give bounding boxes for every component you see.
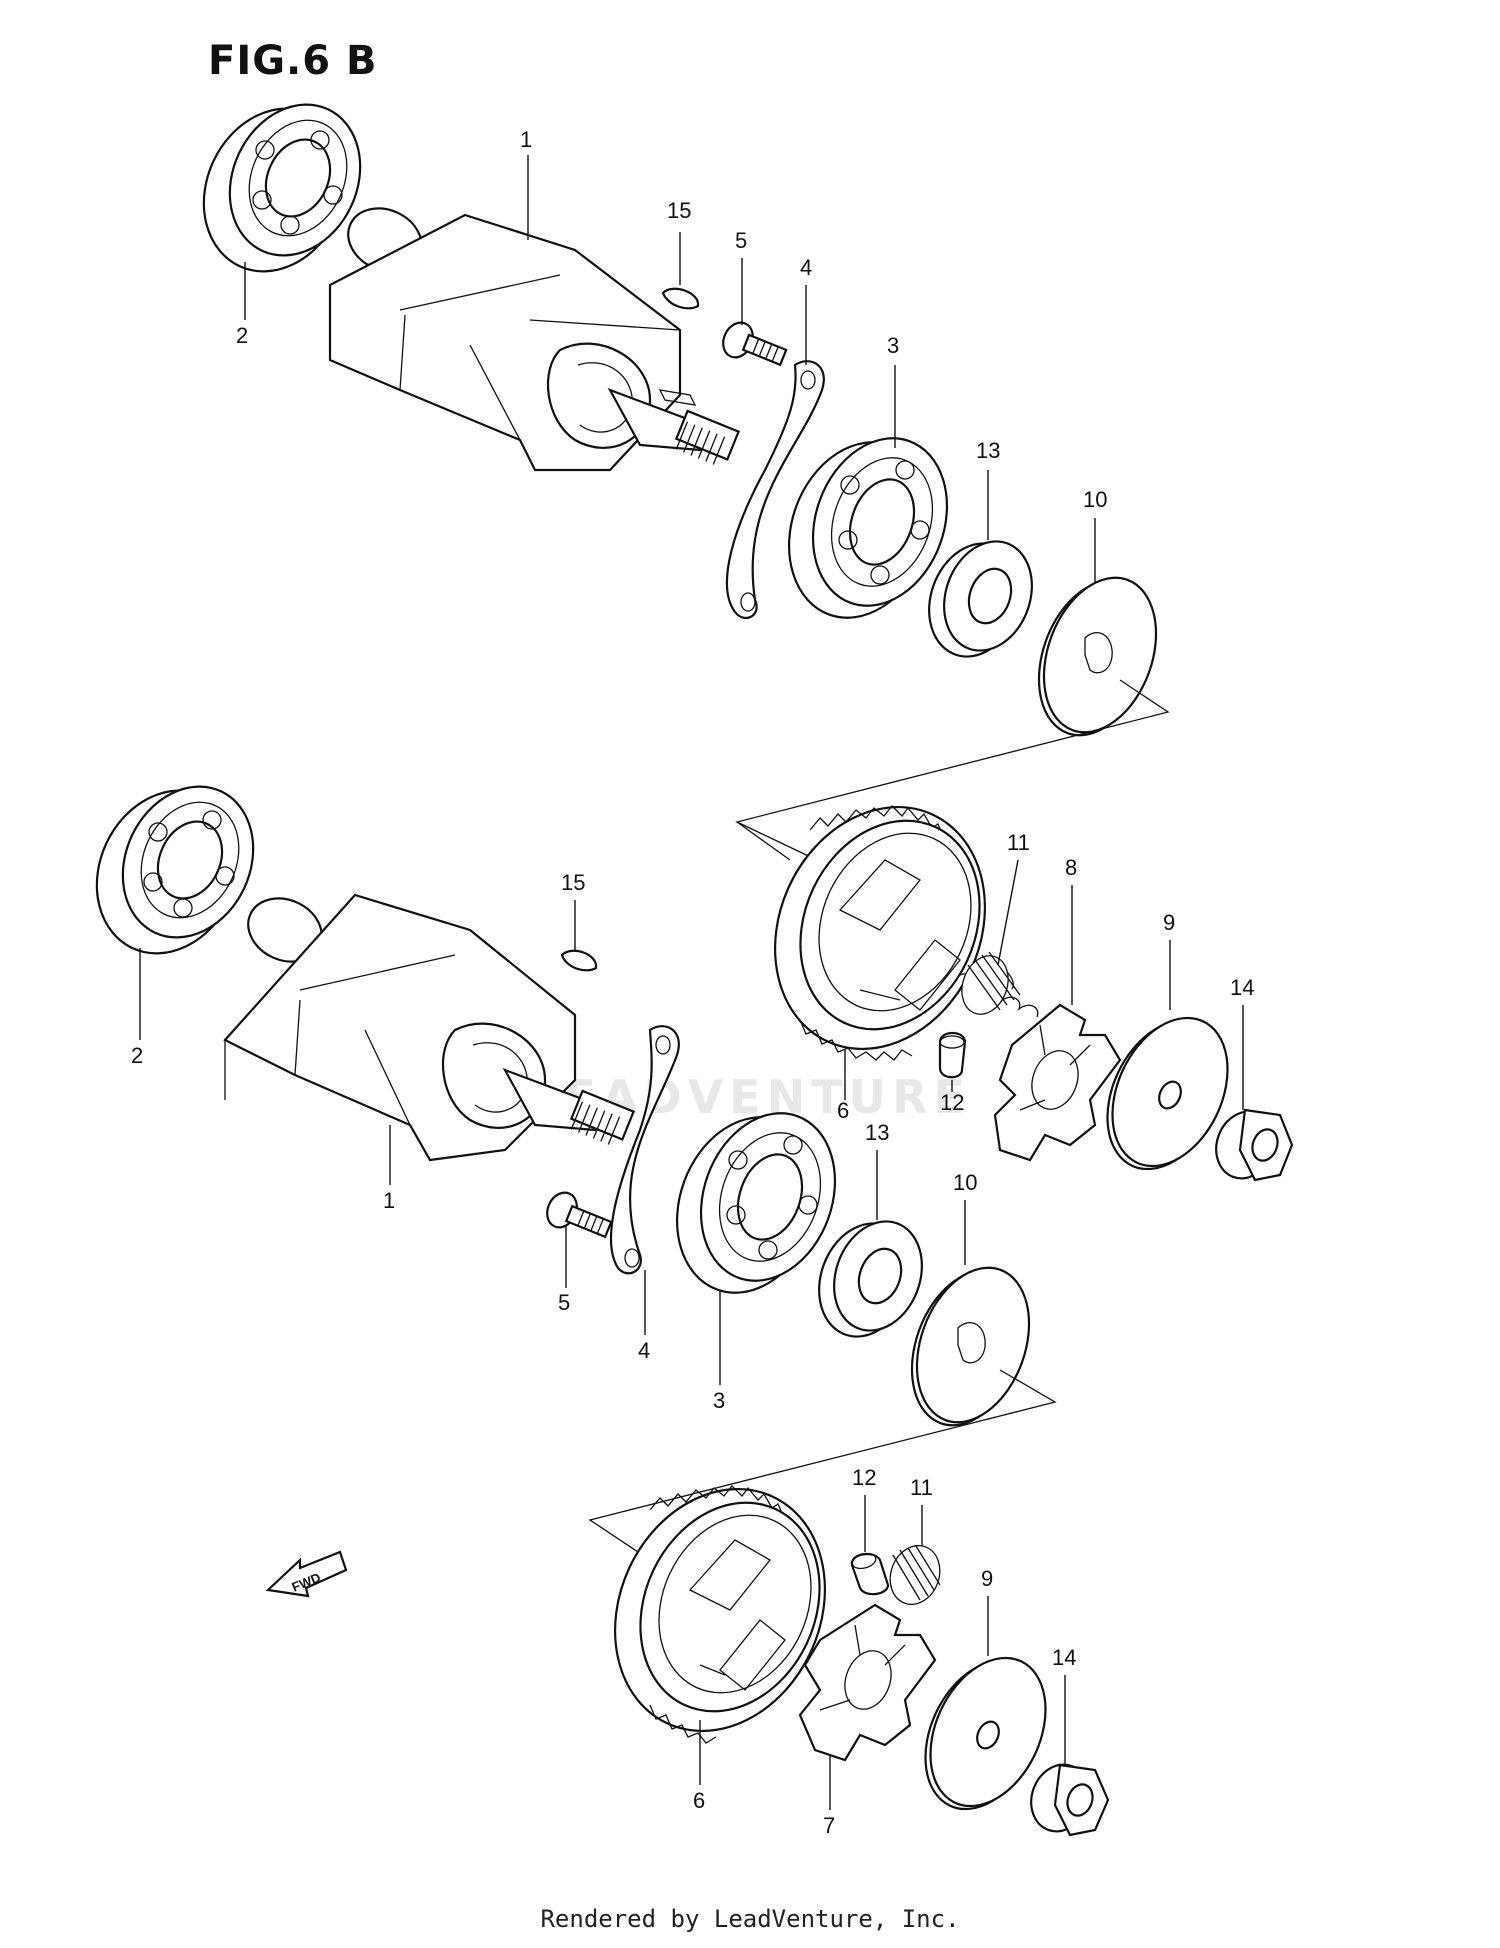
callout-upper-6: 6 (837, 1098, 849, 1123)
spacer-ring-upper (928, 540, 1033, 658)
callout-lower-4: 4 (638, 1338, 650, 1363)
callout-lower-9: 9 (981, 1566, 993, 1591)
balancer-gear-lower (613, 1485, 827, 1744)
callout-leaders (139, 155, 1244, 1810)
washer-right-upper (1106, 1016, 1229, 1171)
callout-upper-9: 9 (1163, 910, 1175, 935)
ball-bearing-right-upper (787, 437, 949, 619)
callout-upper-14: 14 (1230, 975, 1254, 1000)
callout-lower-15: 15 (561, 870, 585, 895)
rendered-by-footer: Rendered by LeadVenture, Inc. (540, 1905, 960, 1933)
screw-upper (722, 321, 788, 367)
lower-assembly (95, 785, 1110, 1837)
fwd-arrow-icon: FWD (265, 1550, 348, 1598)
callout-lower-11: 11 (910, 1475, 933, 1500)
callout-upper-2: 2 (236, 323, 248, 348)
damper-pin-lower (850, 1552, 890, 1596)
callout-lower-3: 3 (713, 1388, 725, 1413)
woodruff-key-upper (661, 287, 700, 310)
balancer-shaft-upper (328, 207, 741, 472)
callout-upper-1: 1 (520, 127, 532, 152)
callout-lower-12: 12 (852, 1465, 876, 1490)
washer-upper (1037, 576, 1158, 737)
upper-assembly (202, 103, 1294, 1182)
callout-lower-6: 6 (693, 1788, 705, 1813)
callout-lower-2: 2 (131, 1043, 143, 1068)
woodruff-key-lower (560, 949, 598, 972)
bearing-retainer-upper (725, 360, 825, 619)
washer-right-lower (924, 1656, 1047, 1811)
figure-title: FIG.6 B (208, 38, 378, 84)
callout-lower-13: 13 (865, 1120, 889, 1145)
damper-cam-lower (798, 1603, 937, 1762)
callout-upper-8: 8 (1065, 855, 1077, 880)
ball-bearing-right-lower (675, 1112, 837, 1294)
callout-lower-7: 7 (823, 1813, 835, 1838)
callout-upper-5: 5 (735, 228, 747, 253)
damper-pin-upper (938, 1031, 967, 1079)
bearing-retainer-lower (609, 1025, 680, 1275)
callout-upper-12: 12 (940, 1090, 964, 1115)
screw-lower (546, 1191, 613, 1239)
callout-labels: 1 2 15 5 4 3 13 10 11 8 9 14 6 12 2 15 1… (131, 127, 1254, 1838)
balancer-shaft-lower (223, 893, 636, 1162)
callout-lower-14: 14 (1052, 1645, 1076, 1670)
callout-lower-10: 10 (953, 1170, 977, 1195)
callout-upper-11: 11 (1007, 830, 1030, 855)
washer-lower (910, 1266, 1031, 1427)
callout-upper-3: 3 (887, 333, 899, 358)
ball-bearing-left-lower (95, 785, 255, 955)
nut-upper (1215, 1108, 1294, 1182)
nut-lower (1030, 1763, 1110, 1837)
callout-upper-4: 4 (800, 255, 812, 280)
callout-lower-1: 1 (383, 1188, 395, 1213)
callout-lower-5: 5 (558, 1290, 570, 1315)
spring-upper (959, 951, 1039, 1018)
callout-upper-10: 10 (1083, 487, 1107, 512)
damper-cam-upper (993, 1003, 1122, 1162)
callout-upper-13: 13 (976, 438, 1000, 463)
spring-lower (889, 1544, 941, 1606)
spacer-ring-lower (818, 1220, 923, 1338)
balancer-gear-upper (773, 805, 987, 1061)
ball-bearing-left-upper (202, 103, 362, 273)
callout-upper-15: 15 (667, 198, 691, 223)
